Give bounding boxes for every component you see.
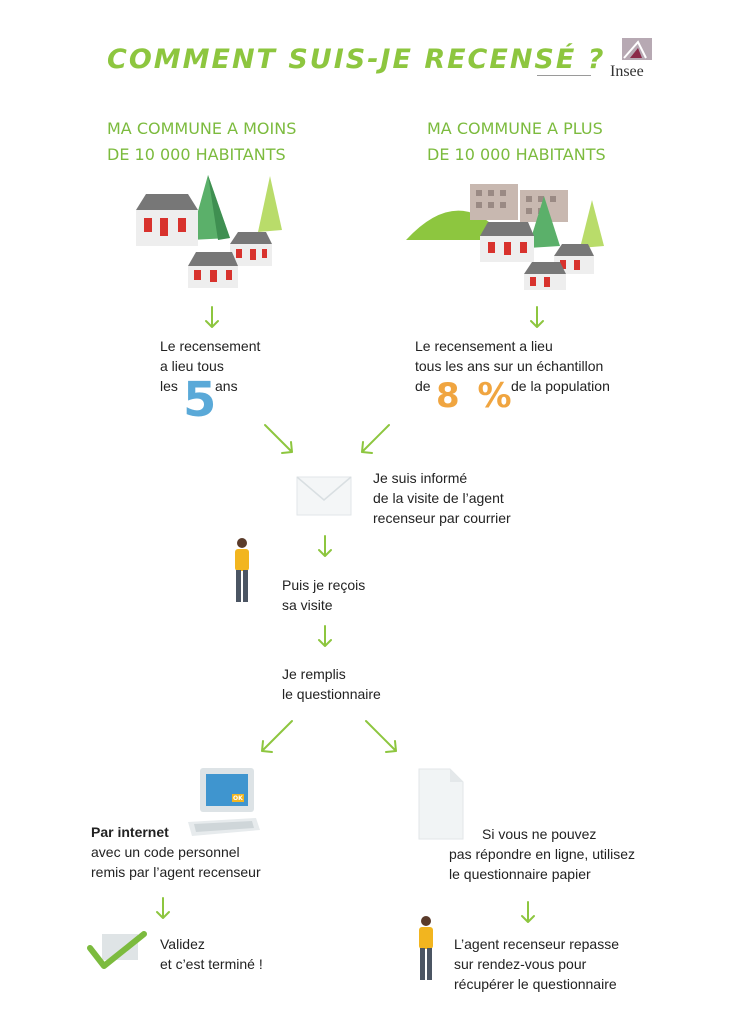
arrow-down-icon <box>318 535 332 557</box>
right-text-line3-prefix: de <box>415 378 431 394</box>
computer-icon <box>188 768 260 836</box>
done-line1: Validez <box>160 936 205 952</box>
visit-line2: sa visite <box>282 597 333 613</box>
checkmark-icon <box>87 931 147 969</box>
right-heading-line1: MA COMMUNE A PLUS <box>427 119 603 138</box>
building-icon <box>470 184 518 220</box>
informed-line3: recenseur par courrier <box>373 510 511 526</box>
left-text-line3-suffix: ans <box>215 378 238 394</box>
informed-line1: Je suis informé <box>373 470 468 486</box>
internet-line3: remis par l’agent recenseur <box>91 864 261 880</box>
left-text-line1: Le recensement <box>160 338 261 354</box>
house-icon <box>524 262 566 290</box>
house-icon <box>136 194 198 246</box>
visit-line1: Puis je reçois <box>282 577 366 593</box>
done-line2: et c’est terminé ! <box>160 956 263 972</box>
house-icon <box>480 222 534 262</box>
return-line2: sur rendez-vous pour <box>454 956 587 972</box>
left-heading-line2: DE 10 000 HABITANTS <box>107 145 286 164</box>
census-agent-figure <box>235 538 249 602</box>
fill-line1: Je remplis <box>282 666 346 682</box>
left-text-line2: a lieu tous <box>160 358 224 374</box>
paper-line2: pas répondre en ligne, utilisez <box>449 846 636 862</box>
fill-line2: le questionnaire <box>282 686 381 702</box>
arrow-diagonal-icon <box>365 720 397 753</box>
arrow-diagonal-icon <box>361 424 390 454</box>
right-text-line3-suffix: de la population <box>511 378 610 394</box>
insee-logo-icon <box>622 38 652 60</box>
arrow-down-icon <box>530 306 544 328</box>
arrow-down-icon <box>318 625 332 647</box>
arrow-down-icon <box>521 901 535 923</box>
house-icon <box>188 252 238 288</box>
eight-percent-highlight: 8 % <box>436 376 515 416</box>
paper-line3: le questionnaire papier <box>449 866 591 882</box>
left-text-line3-prefix: les <box>160 378 178 394</box>
house-icon <box>554 244 594 274</box>
right-heading-line2: DE 10 000 HABITANTS <box>427 145 606 164</box>
return-line3: récupérer le questionnaire <box>454 976 617 992</box>
arrow-diagonal-icon <box>264 424 293 454</box>
arrow-diagonal-icon <box>261 720 293 753</box>
screen-badge: OK <box>233 795 243 802</box>
right-text-line2: tous les ans sur un échantillon <box>415 358 604 374</box>
left-heading-line1: MA COMMUNE A MOINS <box>107 119 297 138</box>
insee-logo-text: Insee <box>610 63 644 80</box>
five-years-highlight: 5 <box>183 372 217 428</box>
internet-line2: avec un code personnel <box>91 844 240 860</box>
paper-form-icon <box>418 768 464 840</box>
paper-line1: Si vous ne pouvez <box>482 826 597 842</box>
right-text-line1: Le recensement a lieu <box>415 338 553 354</box>
title-divider <box>537 75 591 76</box>
arrow-down-icon <box>156 897 170 919</box>
return-line1: L’agent recenseur repasse <box>454 936 619 952</box>
census-agent-figure <box>419 916 433 980</box>
small-village-illustration <box>136 175 282 288</box>
house-icon <box>230 232 272 266</box>
envelope-icon <box>296 476 352 516</box>
informed-line2: de la visite de l’agent <box>373 490 504 506</box>
page-title: COMMENT SUIS-JE RECENSÉ ? <box>107 44 606 75</box>
internet-title: Par internet <box>91 824 169 840</box>
arrow-down-icon <box>205 306 219 328</box>
town-illustration <box>406 184 604 290</box>
